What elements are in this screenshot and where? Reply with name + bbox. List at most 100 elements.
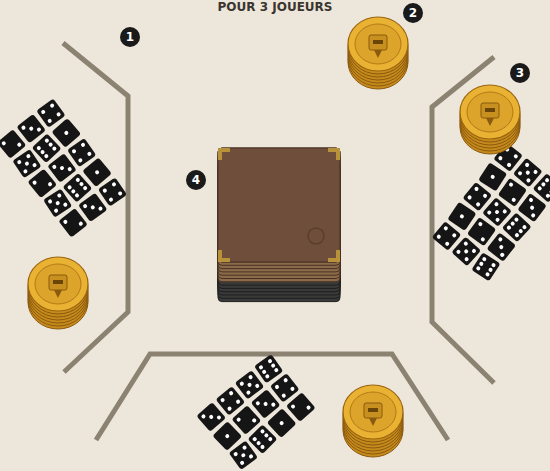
coin-stack [348,17,408,89]
die-pip [241,452,247,458]
die-pip [248,374,254,380]
die-pip [80,142,86,148]
die-pip [510,221,516,227]
coin-emblem [369,418,377,426]
die-pip [283,377,289,383]
die-pip [526,178,532,184]
die-face [82,158,112,188]
die-pip [467,195,473,201]
die-pip [482,193,488,199]
die [51,118,81,148]
die-pip [102,188,108,194]
die-pip [251,418,257,424]
die [451,237,481,267]
die [478,162,507,191]
card-back [218,148,340,262]
coin-inner [355,24,401,64]
die-pip [21,125,27,131]
die-pip [79,181,85,187]
coin-top [343,385,403,439]
die-pip [254,383,260,389]
die-pip [502,209,508,215]
die-pip [537,186,543,192]
die-pip [456,249,462,255]
die [254,354,283,383]
die-pip [48,142,54,148]
die-pip [506,162,512,168]
coin-emblem [54,290,62,298]
die-pip [274,384,280,390]
die-pip [264,432,270,438]
coin-inner [467,92,513,132]
die-pip [260,444,266,450]
die-pip [59,165,65,171]
die-pip [67,166,73,172]
die [471,252,500,281]
die-pip [23,169,29,175]
die-pip [56,112,62,118]
die-pip [267,358,273,364]
die-pip [475,202,481,208]
die-pip [36,127,42,133]
die [82,158,112,188]
die-pip [271,402,277,408]
die-pip [108,197,114,203]
die-face [498,178,527,207]
die-pip [248,454,254,460]
title: POUR 3 JOUEURS [0,0,550,14]
die-pip [78,221,84,227]
die-pip [279,420,285,426]
coin-emblem [373,40,383,44]
die-pip [63,219,69,225]
die-pip [290,386,296,392]
die-pip [233,451,239,457]
die-pip [436,234,442,240]
die-pip [281,393,287,399]
die-pip [224,433,230,439]
card-corner [218,148,230,160]
die-pip [444,241,450,247]
callout-number: 3 [510,63,530,83]
die-pip [74,193,80,199]
die-pip [40,149,46,155]
die-pip [71,148,77,154]
die-pip [16,142,22,148]
coin-stack [28,257,88,329]
die-pip [63,130,69,136]
coin-inner [35,264,81,304]
die-pip [239,460,245,466]
coin-emblem [374,50,382,58]
callout-number: 2 [403,3,423,23]
die-pip [533,169,539,175]
die-pip [32,180,38,186]
die [498,178,527,207]
die-pip [514,232,520,238]
die-pip [40,109,46,115]
die-pip [51,164,57,170]
die-pip [476,266,482,272]
die-pip [70,189,76,195]
coin-inner [350,392,396,432]
die-face [487,232,516,261]
die-pip [236,417,242,423]
die-pip [47,118,53,124]
die-face [471,252,500,281]
die-pip [486,210,492,216]
die-pip [78,157,84,163]
coin-emblem [368,408,378,412]
die [487,232,516,261]
die-pip [44,153,50,159]
dice-group [431,141,550,282]
card-corner [218,250,230,262]
die-pip [256,440,262,446]
die-pip [28,126,34,132]
die-face [28,169,58,199]
die-pip [498,155,504,161]
die-pip [545,193,550,199]
die-pip [513,153,519,159]
die-face [58,208,87,237]
die-pip [518,228,524,234]
die-face [478,162,507,191]
die-pip [474,186,480,192]
die-face [78,193,107,222]
